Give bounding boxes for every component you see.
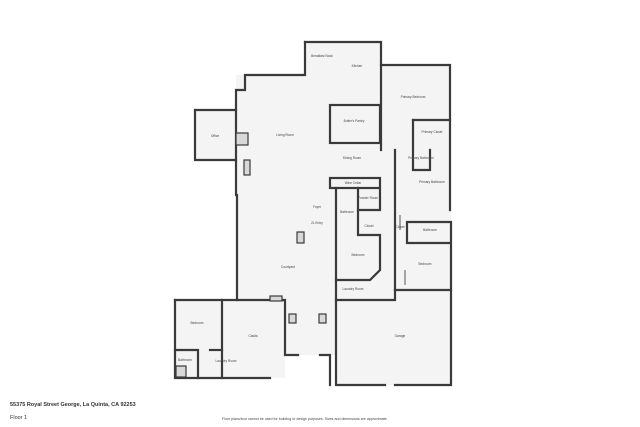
room-label-laundry-room-casita: Laundry Room <box>216 359 237 363</box>
room-label-courtyard: Courtyard <box>281 265 295 269</box>
room-label-primary-bathroom-small: Primary Bathroom <box>408 156 434 160</box>
room-label-bathroom-casita: Bathroom <box>178 358 192 362</box>
room-label-kitchen: Kitchen <box>352 64 363 68</box>
room-label-breakfast-nook: Breakfast Nook <box>311 54 333 58</box>
room-fills <box>175 42 451 385</box>
room-label-laundry-room-center: Laundry Room <box>343 287 364 291</box>
room-label-bedroom-center: Bedroom <box>352 253 365 257</box>
walls <box>173 40 453 387</box>
room-label-butlers-pantry: Butler's Pantry <box>344 119 365 123</box>
room-label-primary-bedroom: Primary Bedroom <box>401 95 426 99</box>
room-label-foyer: Foyer <box>313 205 322 209</box>
room-label-wine-cellar: Wine Cellar <box>345 181 362 185</box>
room-label-office: Office <box>211 134 219 138</box>
room-label-casita: Casita <box>248 334 257 338</box>
room-label-primary-closet: Primary Closet <box>422 130 443 134</box>
room-label-living-room: Living Room <box>276 133 294 137</box>
room-label-closet-east: Closet <box>395 225 404 229</box>
room-label-bedroom-casita: Bedroom <box>191 321 204 325</box>
room-label-garage: Garage <box>395 334 406 338</box>
room-label-bathroom-center: Bathroom <box>340 210 354 214</box>
room-label-dining-room: Dining Room <box>343 156 362 160</box>
fixtures <box>175 132 327 378</box>
room-label-primary-bathroom: Primary Bathroom <box>419 180 445 184</box>
disclaimer: Floor plans/tour cannot be used for buil… <box>222 417 388 421</box>
room-label-entry: 2L Entry <box>311 221 323 225</box>
room-label-bathroom-east: Bathroom <box>423 228 437 232</box>
room-label-closet-center: Closet <box>364 224 373 228</box>
room-label-bedroom-east: Bedroom <box>419 262 432 266</box>
floor-label: Floor 1 <box>10 415 28 421</box>
room-label-powder-room: Powder Room <box>358 196 379 200</box>
property-address: 55375 Royal Street George, La Quinta, CA… <box>10 402 136 408</box>
room-labels: Office Living Room Breakfast Nook Kitche… <box>178 54 445 363</box>
